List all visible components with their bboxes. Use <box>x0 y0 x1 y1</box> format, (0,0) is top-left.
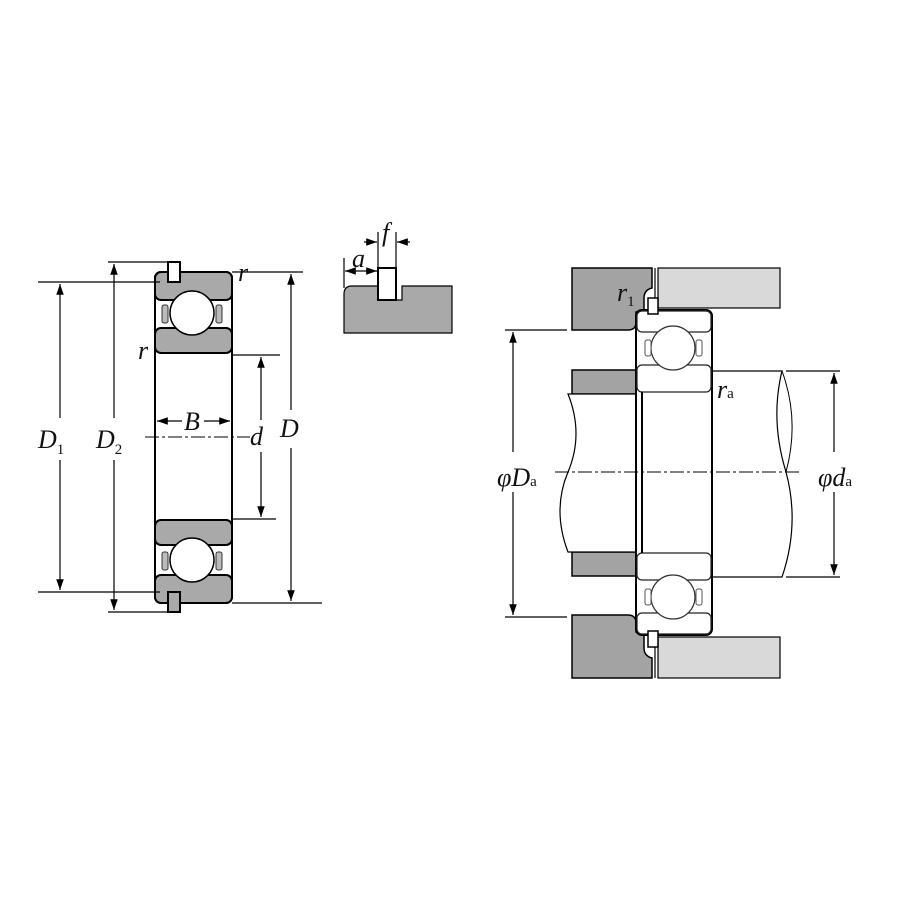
bearing-cross-section: D1 D2 B d D r r <box>37 258 322 613</box>
snap-ring-groove-detail: a f <box>343 218 453 334</box>
label-D2: D2 <box>95 425 122 458</box>
label-r-top: r <box>238 258 249 287</box>
mounting-view: φDa φda r1 ra <box>497 267 852 679</box>
shoulder-bottom <box>657 636 781 679</box>
housing-bottom <box>571 614 653 679</box>
snap-ring-top <box>167 261 181 283</box>
label-B: B <box>184 407 200 436</box>
label-phi-Da: φDa <box>497 463 537 492</box>
ball-top <box>169 290 215 336</box>
label-ra: ra <box>717 375 734 404</box>
shaft-left <box>559 393 641 553</box>
label-D: D <box>279 414 299 443</box>
label-a: a <box>352 244 365 273</box>
ball-bottom <box>169 537 215 583</box>
shoulder-top <box>657 267 781 309</box>
spacer-top <box>571 369 637 395</box>
label-D1: D1 <box>37 425 64 458</box>
label-r1: r1 <box>617 278 635 310</box>
label-phi-da: φda <box>818 463 852 492</box>
label-d: d <box>250 422 264 451</box>
snap-ring-bottom <box>167 591 181 613</box>
label-f: f <box>382 218 393 247</box>
snap-ring <box>377 267 397 301</box>
label-r-left: r <box>138 336 149 365</box>
spacer-bottom <box>571 551 637 577</box>
